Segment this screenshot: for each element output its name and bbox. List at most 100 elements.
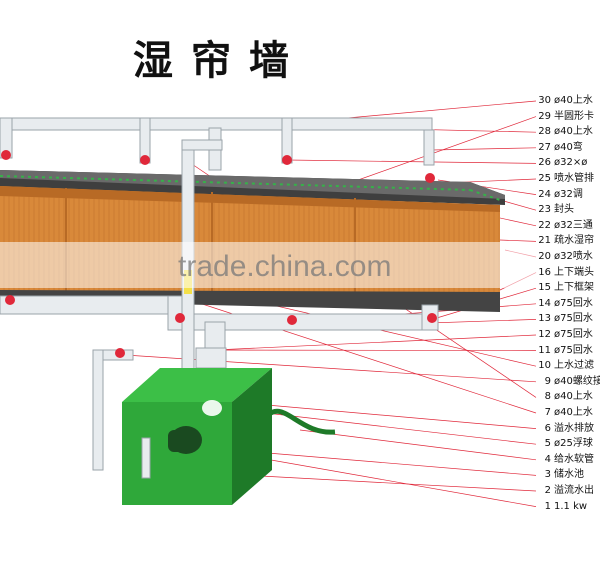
legend-text: ø75回水 bbox=[554, 297, 593, 309]
valve-icon bbox=[282, 155, 292, 165]
legend-text: ø32三通 bbox=[554, 219, 593, 231]
legend-text: 疏水湿帘 bbox=[554, 235, 594, 247]
legend-text: 给水软管 bbox=[554, 453, 594, 465]
water-tank bbox=[122, 368, 272, 505]
leader-line bbox=[299, 429, 537, 461]
legend-number: 12 bbox=[538, 329, 551, 340]
leader-line bbox=[231, 449, 537, 476]
page-title: 湿帘墙 bbox=[133, 37, 307, 84]
watermark-text: trade.china.com bbox=[178, 250, 392, 283]
legend-number: 14 bbox=[538, 297, 551, 309]
legend-text: 上水过滤 bbox=[554, 360, 594, 372]
legend-text: ø32调 bbox=[554, 188, 583, 200]
legend-number: 6 bbox=[544, 422, 551, 434]
legend-text: ø40上水 bbox=[554, 95, 593, 106]
legend-number: 24 bbox=[538, 188, 551, 200]
legend-number: 7 bbox=[544, 407, 551, 418]
spray-pipe bbox=[0, 170, 505, 205]
legend-number: 29 bbox=[538, 110, 551, 122]
legend-number: 13 bbox=[538, 313, 551, 325]
legend-number: 5 bbox=[544, 438, 551, 450]
legend-number: 21 bbox=[538, 235, 551, 247]
valve-icon bbox=[287, 315, 297, 325]
watermark-band bbox=[0, 242, 536, 288]
legend-text: 上下端头 bbox=[554, 266, 594, 278]
legend-number: 1 bbox=[544, 500, 551, 512]
legend-text: 封头 bbox=[554, 204, 574, 216]
legend-number: 9 bbox=[544, 375, 551, 387]
legend-text: 溢水排放 bbox=[554, 422, 594, 434]
legend-number: 2 bbox=[544, 485, 551, 496]
legend-text: ø40上水 bbox=[554, 126, 593, 138]
legend-number: 15 bbox=[538, 282, 551, 294]
valve-icon bbox=[1, 150, 11, 160]
legend-number: 8 bbox=[544, 391, 551, 403]
legend-text: ø40弯 bbox=[554, 141, 583, 153]
valve-icon bbox=[140, 155, 150, 165]
valve-icon bbox=[5, 295, 15, 305]
legend-number: 26 bbox=[538, 157, 551, 169]
legend-number: 11 bbox=[538, 344, 551, 356]
leader-line bbox=[214, 334, 537, 351]
leader-line bbox=[199, 349, 537, 351]
legend-number: 22 bbox=[538, 219, 551, 231]
legend-text: ø32喷水 bbox=[554, 251, 593, 262]
legend-number: 10 bbox=[538, 360, 551, 372]
valve-icon bbox=[115, 348, 125, 358]
legend-text: ø32×ø bbox=[554, 157, 588, 169]
legend-text: 上下框架 bbox=[554, 282, 594, 294]
legend-text: ø40上水 bbox=[554, 391, 593, 403]
overflow-hose bbox=[266, 408, 336, 435]
legend-number: 23 bbox=[538, 204, 551, 216]
legend-number: 27 bbox=[538, 141, 551, 153]
valve-icon bbox=[175, 313, 185, 323]
legend-text: 半圆形卡 bbox=[554, 110, 594, 122]
legend-number: 16 bbox=[538, 266, 551, 278]
legend-text: ø40上水 bbox=[554, 407, 593, 418]
legend-number: 4 bbox=[544, 453, 551, 465]
legend-text: ø75回水 bbox=[554, 329, 593, 340]
drain-pipe bbox=[92, 349, 134, 471]
top-supply-pipe bbox=[0, 117, 435, 171]
legend-number: 30 bbox=[538, 95, 551, 106]
leader-line bbox=[499, 199, 537, 211]
legend-text: ø25浮球 bbox=[554, 438, 593, 450]
legend-number: 28 bbox=[538, 126, 551, 138]
legend-text: 喷水管排 bbox=[554, 173, 594, 184]
valve-icon bbox=[425, 173, 435, 183]
valve-icon bbox=[427, 313, 437, 323]
legend-text: ø40螺纹接 bbox=[554, 375, 600, 387]
leader-line bbox=[287, 159, 537, 164]
legend-text: 溢流水出 bbox=[554, 485, 594, 496]
legend-number: 3 bbox=[544, 469, 551, 481]
legend-number: 20 bbox=[538, 251, 551, 262]
